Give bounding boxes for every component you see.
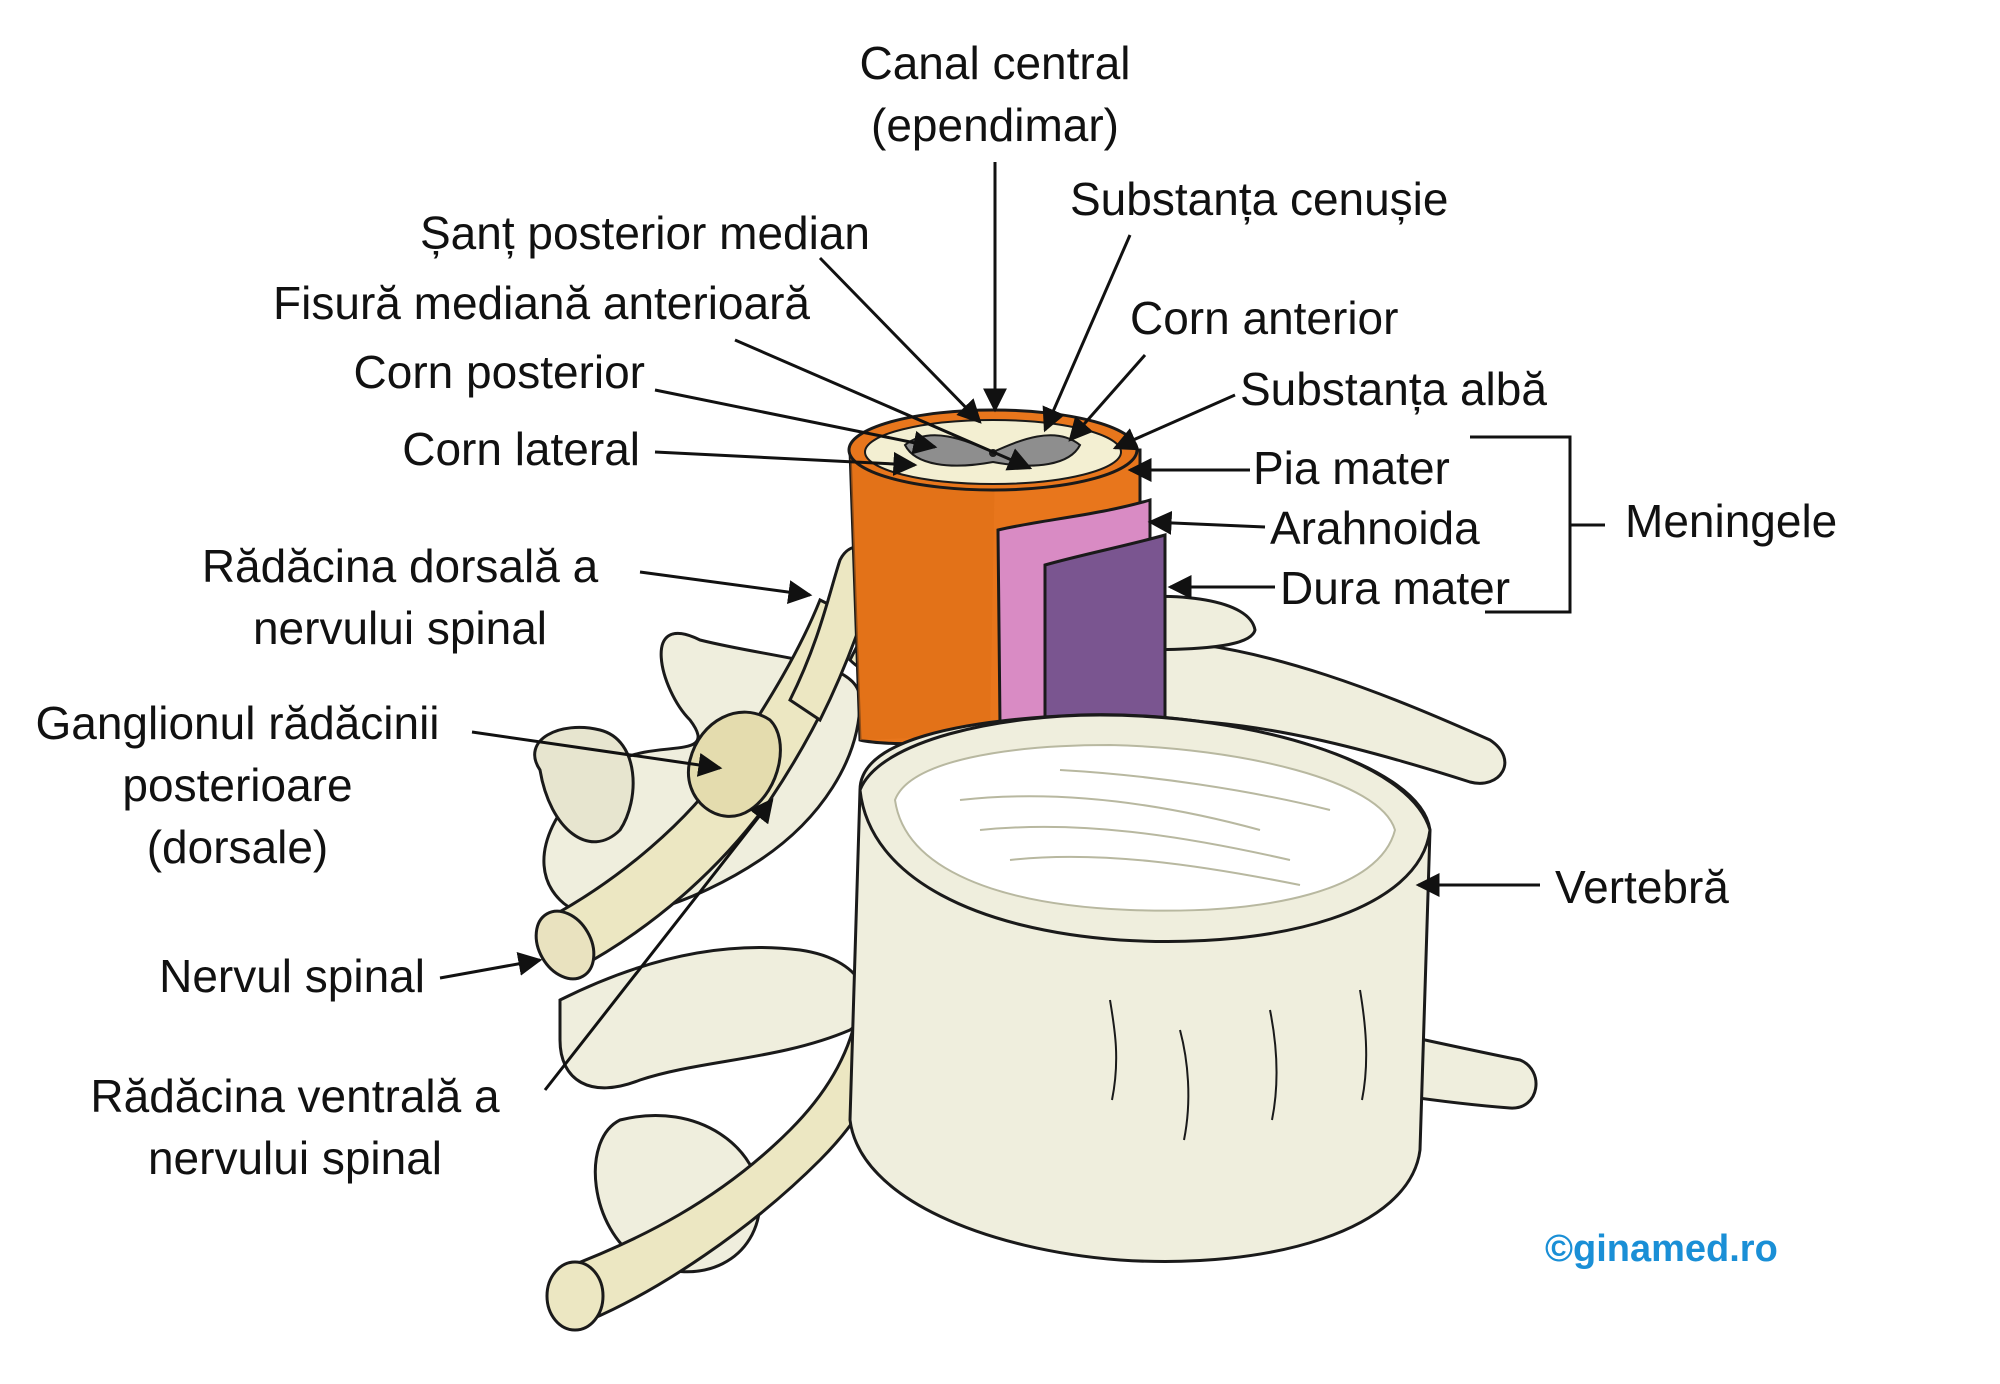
dura-layer [1043, 533, 1167, 733]
label-ganglionul-line2: posterioare [122, 759, 353, 811]
spinal-cord-front-shade [850, 450, 995, 740]
label-substanta-cenusie: Substanța cenușie [1070, 173, 1449, 225]
label-sant-posterior: Șanț posterior median [419, 207, 870, 259]
label-corn-anterior: Corn anterior [1130, 292, 1399, 344]
label-radacina-ventrala-line1: Rădăcina ventrală a [90, 1070, 500, 1122]
label-arahnoida: Arahnoida [1270, 502, 1480, 554]
left-articular-process [533, 725, 635, 844]
label-radacina-dorsala-line1: Rădăcina dorsală a [201, 540, 599, 592]
leader-lines [439, 162, 1540, 1091]
label-radacina-dorsala: Rădăcina dorsală a nervului spinal [140, 535, 660, 659]
disc-fibres [959, 769, 1331, 886]
label-corn-posterior: Corn posterior [353, 346, 645, 398]
copyright-link[interactable]: ©ginamed.ro [1545, 1228, 1778, 1270]
intervertebral-disc [893, 743, 1397, 912]
right-transverse-process [1138, 638, 1507, 785]
label-canal-central-line1: Canal central [859, 37, 1131, 89]
label-radacina-ventrala: Rădăcina ventrală a nervului spinal [40, 1065, 550, 1189]
label-ganglionul-line3: (dorsale) [146, 821, 329, 873]
dorsal-root-ganglion [687, 710, 782, 818]
spinous-process [558, 945, 868, 1090]
label-canal-central-line2: (ependimar) [871, 99, 1119, 151]
label-corn-lateral: Corn lateral [402, 423, 640, 475]
lower-nerve-end [545, 1260, 605, 1332]
spinal-nerve-cut-end [534, 909, 596, 981]
label-meningele: Meningele [1625, 495, 1838, 547]
label-vertebra: Vertebră [1555, 861, 1729, 913]
label-substanta-alba: Substanța albă [1240, 363, 1547, 415]
label-ganglionul: Ganglionul rădăcinii posterioare (dorsal… [0, 692, 475, 878]
label-canal-central: Canal central (ependimar) [795, 32, 1195, 156]
label-pia-mater: Pia mater [1253, 442, 1450, 494]
label-ganglionul-line1: Ganglionul rădăcinii [35, 697, 440, 749]
body-surface-marks [1109, 989, 1368, 1141]
label-dura-mater: Dura mater [1280, 562, 1511, 614]
label-radacina-dorsala-line2: nervului spinal [252, 602, 548, 654]
meningele-bracket [1470, 435, 1605, 614]
label-radacina-ventrala-line2: nervului spinal [147, 1132, 443, 1184]
label-nervul-spinal: Nervul spinal [159, 950, 425, 1002]
label-fisura-mediana: Fisură mediană anterioară [273, 277, 810, 329]
